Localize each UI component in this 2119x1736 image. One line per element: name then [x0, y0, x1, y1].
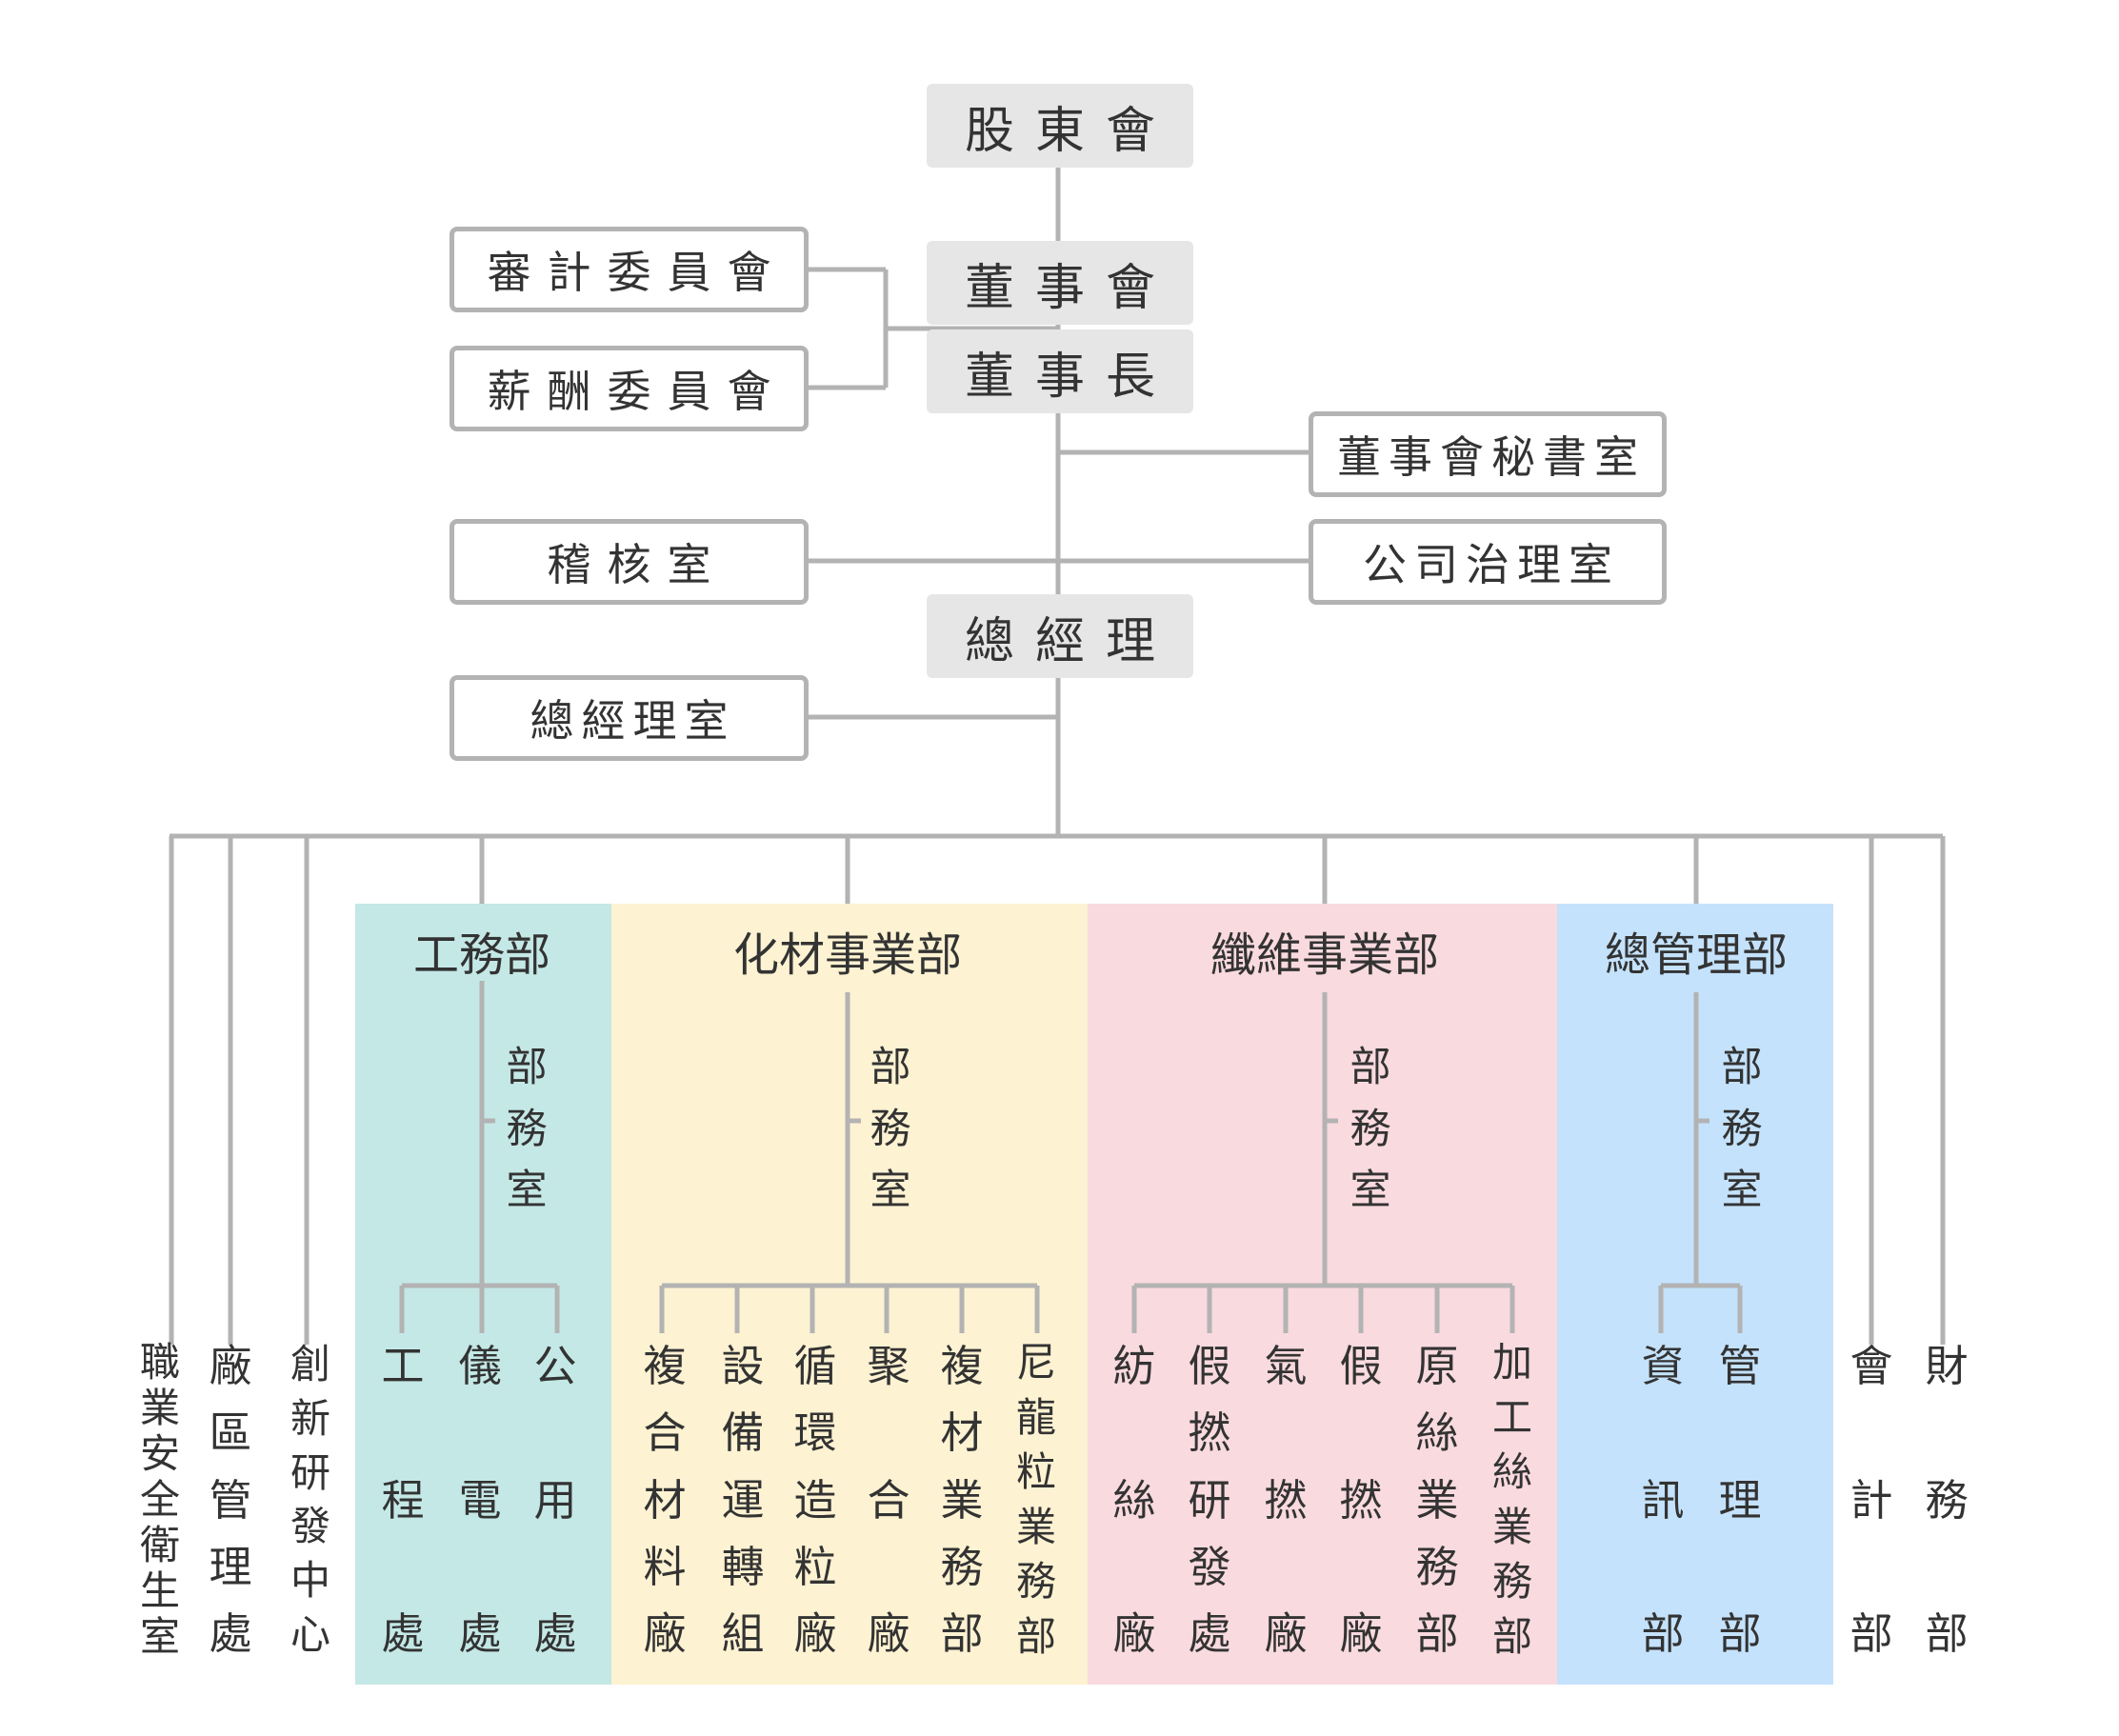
division-office-fiber: 部務室 [1349, 1044, 1391, 1214]
division-title-engineering: 工務部 [412, 928, 551, 982]
standalone-unit: 職業安全衛生室 [139, 1339, 181, 1660]
unit-label: 氣撚廠 [1264, 1341, 1308, 1659]
standalone-unit: 財務部 [1925, 1341, 1969, 1659]
unit-label: 聚合廠 [867, 1341, 910, 1659]
shareholders-box: 股東會 [927, 84, 1193, 168]
president-office-box: 總經理室 [450, 675, 809, 761]
unit-label: 原絲業務部 [1415, 1341, 1459, 1659]
unit-label: 資訊部 [1641, 1341, 1685, 1659]
compensation-committee-box: 薪酬委員會 [450, 346, 809, 431]
unit-label: 設備運轉組 [721, 1341, 765, 1659]
division-office-engineering: 部務室 [506, 1044, 548, 1214]
standalone-unit: 廠區管理處 [209, 1341, 252, 1659]
unit-label: 複合材料廠 [643, 1341, 687, 1659]
board-box: 董事會 [927, 241, 1193, 325]
audit-committee-box: 審計委員會 [450, 227, 809, 312]
president-box: 總經理 [927, 594, 1193, 678]
standalone-unit: 創新研發中心 [290, 1341, 331, 1658]
unit-label: 管理部 [1718, 1341, 1762, 1659]
internal-audit-box: 稽核室 [450, 519, 809, 605]
unit-label: 紡絲廠 [1112, 1341, 1156, 1659]
chairman-box: 董事長 [927, 329, 1193, 413]
unit-label: 加工絲業務部 [1491, 1339, 1533, 1660]
division-office-chemical: 部務室 [870, 1044, 911, 1214]
unit-label: 儀電處 [458, 1341, 502, 1659]
standalone-unit: 會計部 [1849, 1341, 1893, 1659]
unit-label: 複材業務部 [940, 1341, 984, 1659]
band-admin [1557, 904, 1833, 1685]
division-office-admin: 部務室 [1721, 1044, 1763, 1214]
division-title-fiber: 纖維事業部 [1209, 928, 1440, 982]
board-secretariat-box: 董事會秘書室 [1309, 411, 1667, 497]
unit-label: 尼龍粒業務部 [1015, 1339, 1057, 1660]
division-title-chemical: 化材事業部 [732, 928, 963, 982]
unit-label: 工程處 [381, 1341, 425, 1659]
division-title-admin: 總管理部 [1604, 928, 1789, 982]
corporate-governance-box: 公司治理室 [1309, 519, 1667, 605]
band-fiber [1088, 904, 1557, 1685]
unit-label: 循環造粒廠 [793, 1341, 837, 1659]
unit-label: 公用處 [533, 1341, 577, 1659]
unit-label: 假撚研發處 [1188, 1341, 1231, 1659]
unit-label: 假撚廠 [1339, 1341, 1383, 1659]
